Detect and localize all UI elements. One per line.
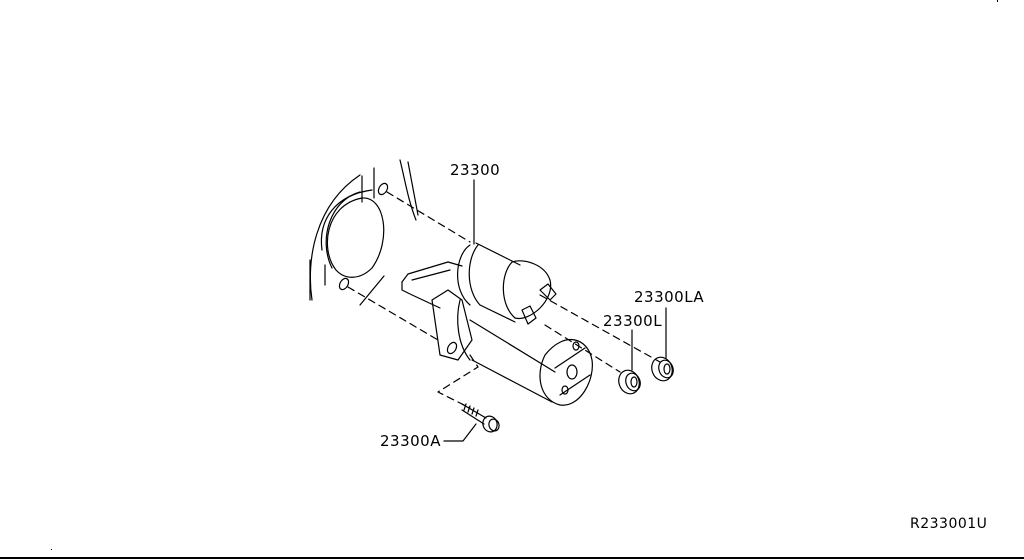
transmission-housing — [309, 159, 419, 306]
part-label-23300L[interactable]: 23300L — [603, 312, 663, 330]
part-label-23300A[interactable]: 23300A — [380, 432, 441, 450]
part-label-23300LA[interactable]: 23300LA — [634, 288, 705, 306]
nut-23300L — [618, 329, 641, 395]
nut-23300LA — [651, 307, 674, 382]
part-label-23300[interactable]: 23300 — [450, 161, 501, 179]
diagram-reference-code: R233001U — [910, 516, 988, 532]
bottom-border — [0, 557, 1024, 559]
stray-mark — [997, 0, 998, 2]
bolt-23300A — [443, 403, 500, 442]
alignment-lines — [347, 191, 661, 409]
starter-motor — [401, 242, 593, 406]
stray-dot — [51, 549, 52, 550]
